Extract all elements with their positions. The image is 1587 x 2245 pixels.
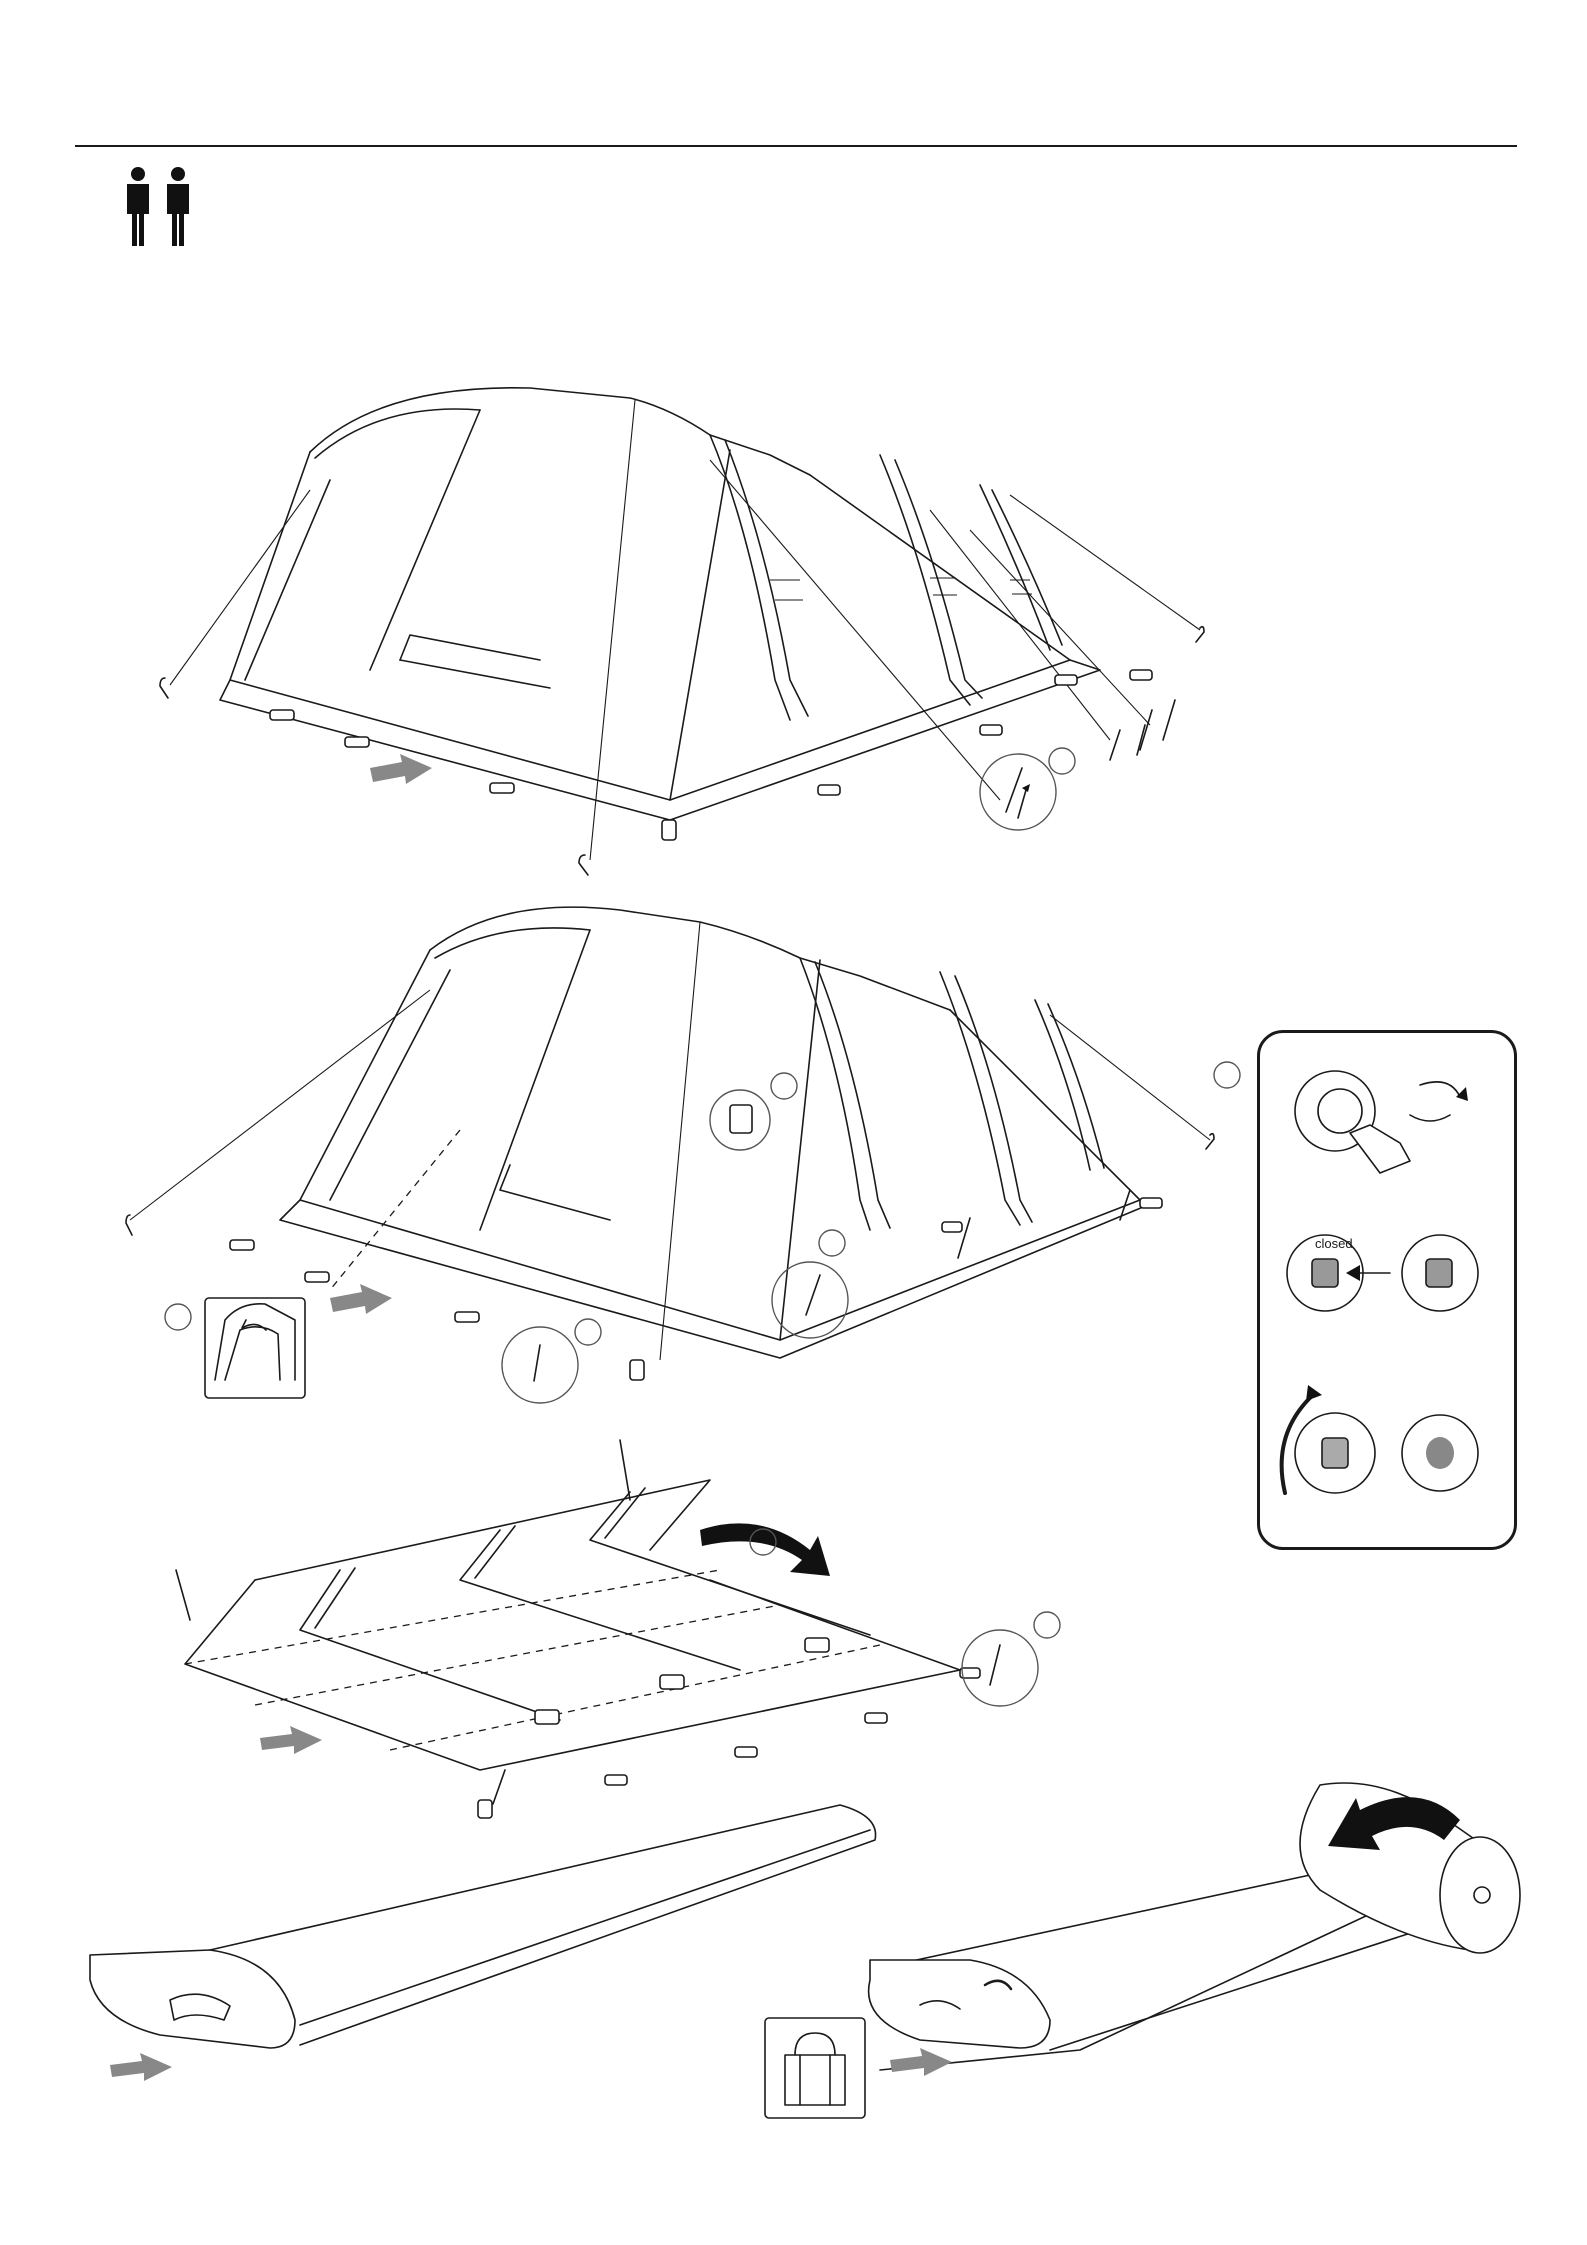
step-1-tent-remove-pegs (150, 380, 1230, 880)
valve-label-text: closed (1315, 1236, 1353, 1251)
top-divider-line (75, 145, 1517, 147)
two-people-icon (118, 166, 198, 248)
valve-detail-panel: closed (1257, 1030, 1517, 1550)
step-3-fold-tent (160, 1420, 1060, 1820)
step-2-tent-open-valves (100, 900, 1250, 1420)
step-4-roll-and-pack (80, 1780, 1540, 2120)
step-marker-circle-valve (1212, 1060, 1242, 1090)
